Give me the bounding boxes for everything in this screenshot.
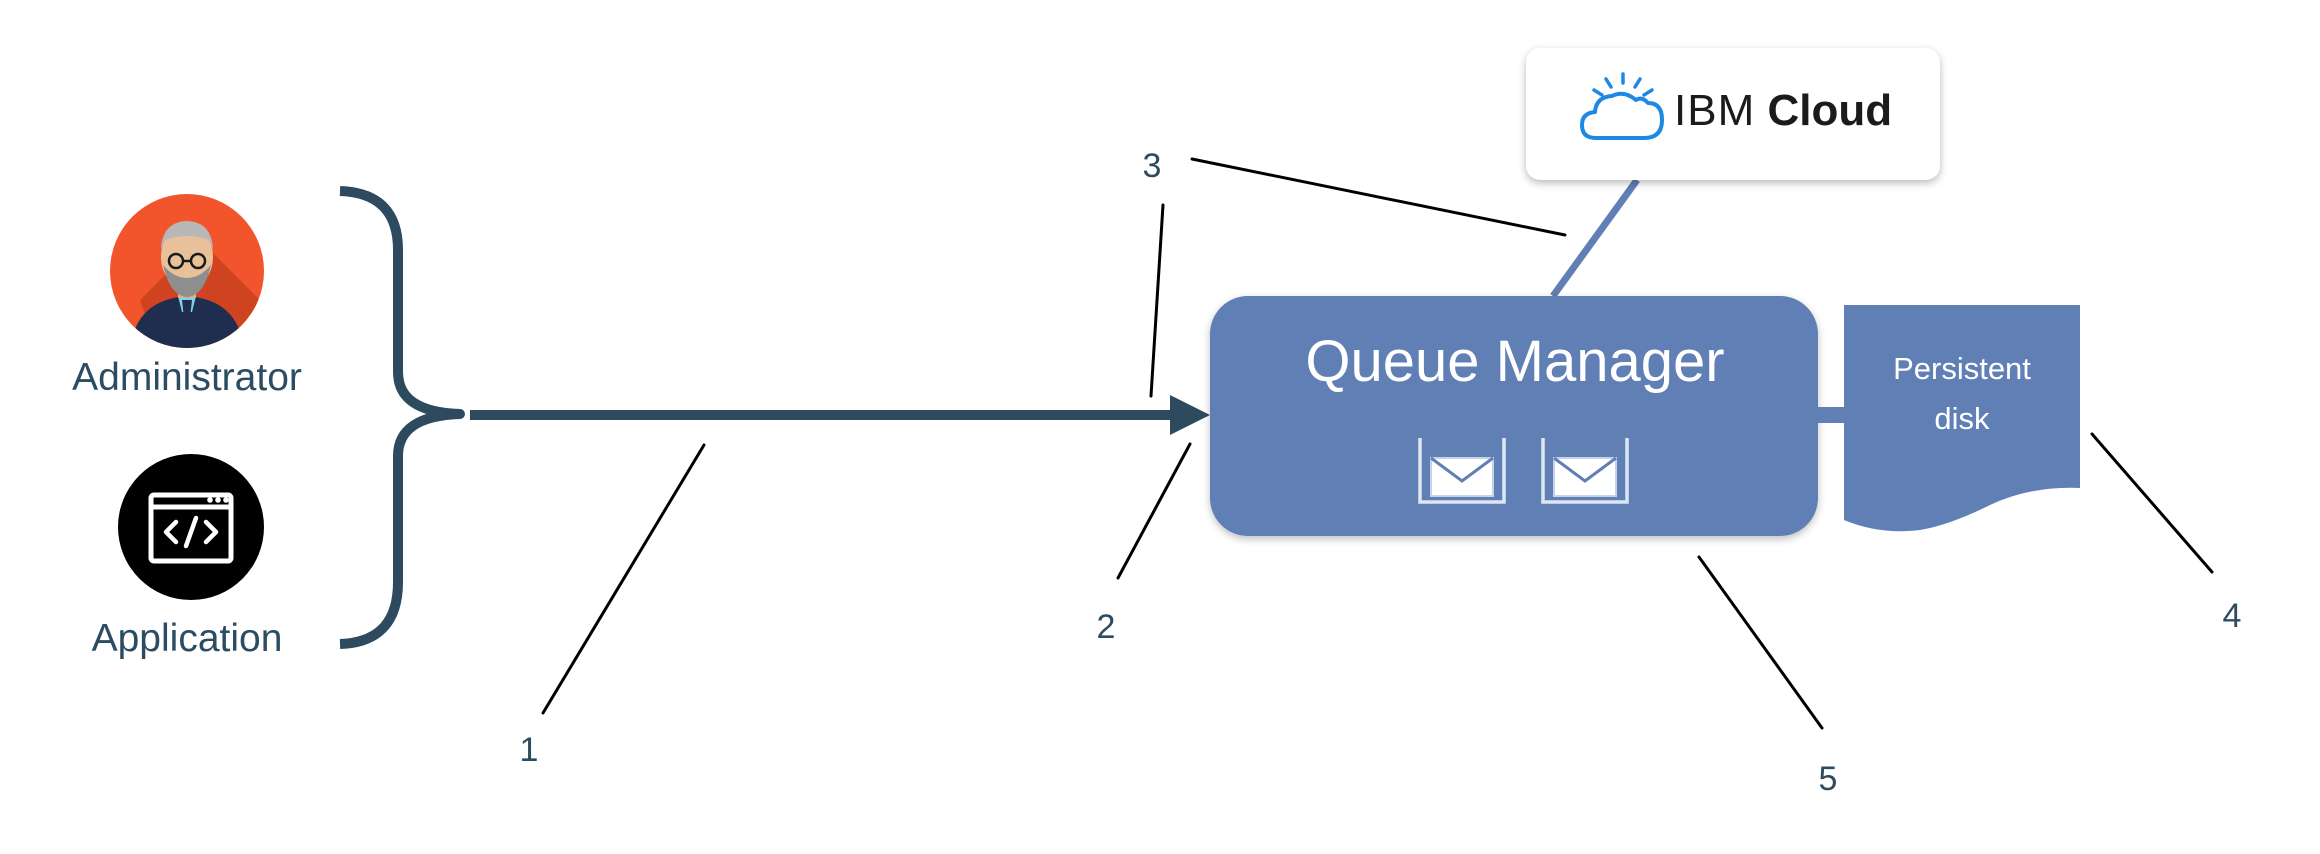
leader-line-1 bbox=[541, 443, 706, 715]
disk-connector bbox=[1818, 407, 1844, 423]
application-label: Application bbox=[91, 617, 283, 660]
disk-label-line2: disk bbox=[1934, 401, 1990, 436]
ibm-cloud-card: IBM Cloud bbox=[1526, 48, 1940, 180]
administrator-label: Administrator bbox=[72, 356, 302, 399]
persistent-disk-label: Persistent disk bbox=[1842, 344, 2082, 444]
callout-leader-lines bbox=[541, 157, 2214, 730]
cloud-product-text: Cloud bbox=[1767, 86, 1893, 135]
leader-line-3a bbox=[1190, 157, 1567, 237]
ibm-cloud-icon bbox=[1580, 72, 1664, 140]
connection-arrow bbox=[470, 395, 1210, 435]
callout-3: 3 bbox=[1142, 147, 1162, 185]
message-queue-icon bbox=[1541, 438, 1629, 504]
message-queue-icon bbox=[1418, 438, 1506, 504]
queue-manager-box bbox=[1210, 296, 1818, 536]
ibm-brand-text: IBM bbox=[1674, 86, 1756, 135]
leader-line-3b bbox=[1149, 203, 1165, 398]
leader-line-2 bbox=[1116, 442, 1192, 580]
actors-brace bbox=[339, 186, 465, 649]
callout-1: 1 bbox=[519, 731, 539, 769]
callout-5: 5 bbox=[1818, 760, 1838, 798]
leader-line-4 bbox=[2090, 432, 2214, 574]
queue-manager-title: Queue Manager bbox=[1305, 329, 1725, 394]
administrator-avatar-icon bbox=[110, 194, 264, 348]
leader-line-5 bbox=[1697, 555, 1824, 730]
persistent-disk-shape bbox=[1844, 305, 2080, 532]
callout-4: 4 bbox=[2222, 597, 2242, 635]
disk-label-line1: Persistent bbox=[1893, 351, 2031, 386]
cloud-connector bbox=[1550, 177, 1640, 299]
ibm-cloud-wordmark: IBM Cloud bbox=[1674, 86, 1892, 136]
callout-2: 2 bbox=[1096, 608, 1116, 646]
application-code-icon bbox=[118, 454, 264, 600]
